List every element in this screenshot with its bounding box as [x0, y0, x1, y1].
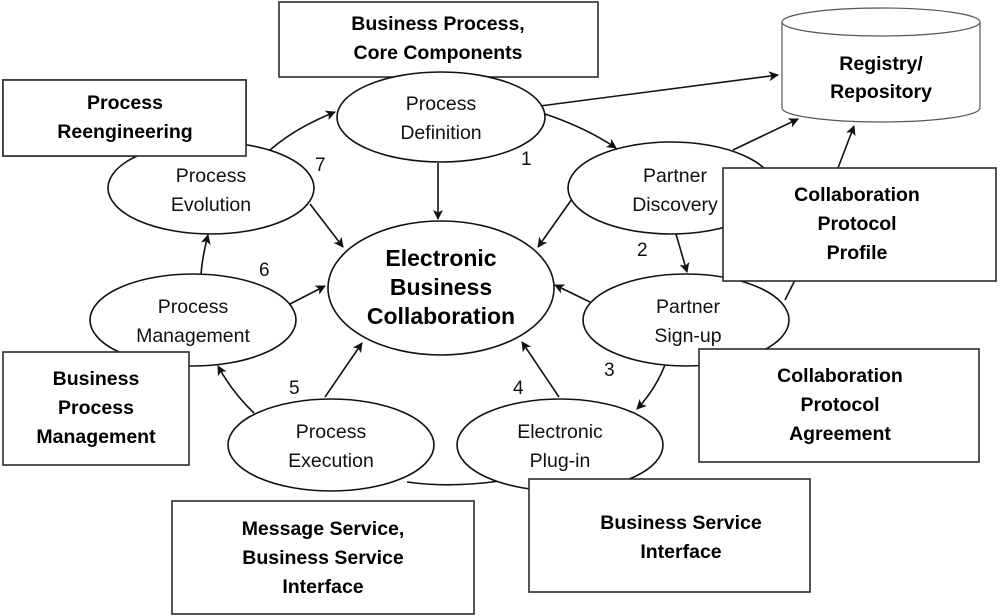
arrow-evolution-to-definition: [269, 110, 336, 151]
process-reengineering-box-overlay: [2, 79, 247, 157]
phase-label: Process: [406, 93, 477, 115]
phase-label: Partner: [656, 296, 720, 318]
phase-process-management: Process Management: [89, 273, 297, 367]
artifact-label: Message Service,: [242, 518, 405, 540]
connectors: [200, 71, 856, 486]
step-number-5: 5: [289, 378, 300, 399]
step-number-6: 6: [259, 260, 270, 281]
arrow-execution-to-center: [324, 342, 363, 398]
phase-label: Partner: [643, 165, 707, 187]
registry-label-line-2: Repository: [830, 81, 932, 103]
center-label: Electronic: [385, 245, 496, 271]
phase-label: Process: [176, 165, 247, 187]
arrow-discovery-to-registry: [732, 118, 799, 151]
step-number-7: 7: [315, 155, 326, 176]
artifact-business-process-management: Business Process Management: [2, 351, 190, 466]
artifact-label: Collaboration: [794, 184, 920, 206]
arrow-management-to-evolution: [200, 234, 211, 276]
phase-label: Process: [158, 296, 229, 318]
phase-label: Sign-up: [654, 325, 721, 347]
phase-label: Definition: [400, 122, 481, 144]
artifact-label: Core Components: [353, 42, 522, 64]
artifact-label: Business Service: [600, 512, 762, 534]
artifact-label: Protocol: [800, 394, 879, 416]
phase-label: Plug-in: [530, 450, 591, 472]
artifact-label: Business Process,: [351, 13, 524, 35]
arrow-signup-to-center: [554, 284, 591, 303]
arrow-cpp-to-registry: [837, 125, 856, 169]
artifact-label: Business: [53, 368, 140, 390]
artifact-label: Collaboration: [777, 365, 903, 387]
phase-label: Execution: [288, 450, 374, 472]
step-number-4: 4: [513, 378, 524, 399]
phase-label: Discovery: [632, 194, 718, 216]
arrow-management-to-center: [289, 285, 326, 305]
step-numbers: 1 2 3 4 5 6 7: [259, 149, 648, 399]
phase-process-definition: Process Definition: [336, 71, 546, 163]
line-signup-to-cpp: [784, 279, 796, 301]
arrow-definition-to-discovery: [541, 112, 617, 149]
center-label: Collaboration: [367, 303, 515, 329]
arrow-plugin-to-center: [521, 341, 560, 398]
phase-label: Evolution: [171, 194, 251, 216]
line-execution-to-plugin: [406, 480, 501, 486]
phase-label: Process: [296, 421, 367, 443]
arrow-discovery-to-signup: [675, 233, 690, 273]
phase-partner-signup: Partner Sign-up: [582, 273, 790, 367]
artifact-business-process-core-components: Business Process, Core Components: [278, 1, 599, 78]
arrow-signup-to-plugin: [636, 364, 666, 410]
artifact-label: Interface: [282, 576, 363, 598]
phase-process-execution: Process Execution: [227, 398, 435, 492]
registry-repository-store: Registry/ Repository: [781, 7, 981, 123]
artifact-label: Management: [36, 426, 156, 448]
artifact-label: Interface: [640, 541, 721, 563]
phase-electronic-plugin: Electronic Plug-in: [456, 398, 664, 492]
artifact-label: Profile: [827, 242, 888, 264]
arrow-discovery-to-center: [537, 198, 573, 248]
artifact-label: Protocol: [817, 213, 896, 235]
artifact-message-service-bsi: Message Service, Business Service Interf…: [171, 500, 475, 615]
artifact-business-service-interface: Business Service Interface: [528, 478, 811, 593]
step-number-3: 3: [604, 360, 615, 381]
arrow-evolution-to-center: [309, 203, 344, 248]
artifact-label: Process: [58, 397, 134, 419]
artifact-label: Agreement: [789, 423, 891, 445]
phase-label: Management: [136, 325, 250, 347]
artifact-collaboration-protocol-profile: Collaboration Protocol Profile: [722, 167, 997, 282]
center-label: Business: [390, 274, 492, 300]
artifact-label: Business Service: [242, 547, 404, 569]
step-number-2: 2: [637, 240, 648, 261]
step-number-1: 1: [521, 149, 532, 170]
phase-label: Electronic: [517, 421, 603, 443]
artifact-label: Process: [87, 92, 163, 114]
center-electronic-business-collaboration: Electronic Business Collaboration: [327, 220, 555, 356]
artifact-label: Reengineering: [57, 121, 192, 143]
artifact-collaboration-protocol-agreement: Collaboration Protocol Agreement: [698, 348, 980, 463]
arrow-execution-to-management: [217, 365, 255, 414]
arrow-definition-to-registry: [539, 71, 779, 107]
registry-label-line-1: Registry/: [839, 53, 923, 75]
